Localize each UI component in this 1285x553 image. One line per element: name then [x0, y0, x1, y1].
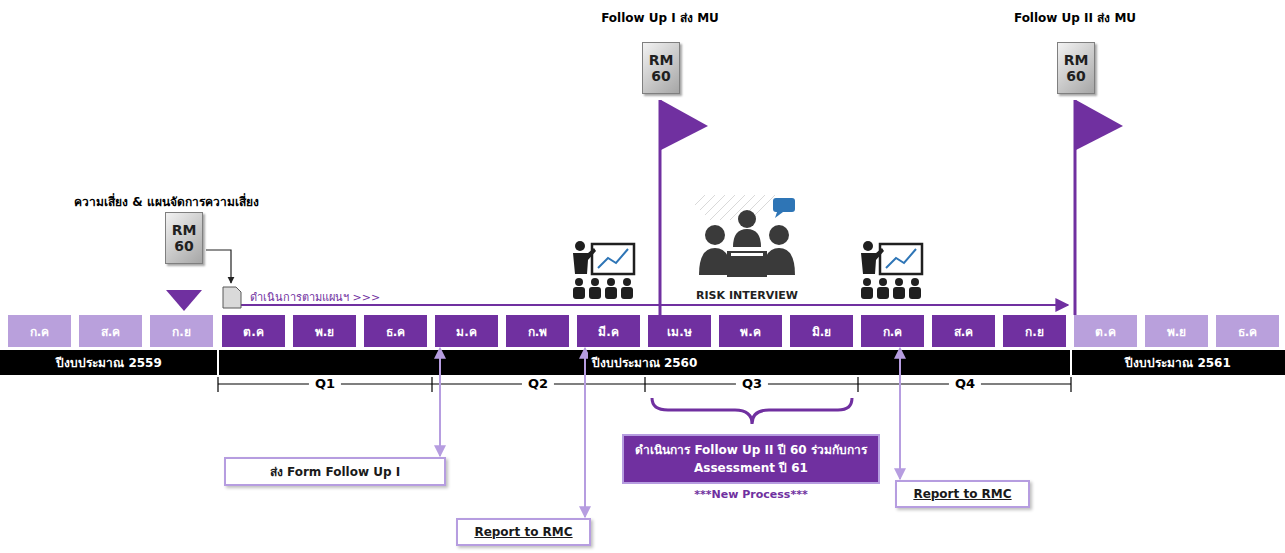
- report-box: Report to RMC: [456, 518, 591, 546]
- node-text: มี.ค: [598, 322, 619, 341]
- fiscal-year-band: ปีงบประมาณ 2560: [218, 350, 1071, 375]
- node-text: ส.ค: [101, 322, 121, 341]
- month-box: ก.ค: [8, 315, 71, 347]
- node-text: ก.ค: [30, 322, 50, 341]
- down-marker: [166, 290, 202, 311]
- report-box: Report to RMC: [895, 480, 1030, 508]
- pointer-line: [206, 250, 231, 283]
- fiscal-year-band: ปีงบประมาณ 2561: [1071, 350, 1285, 375]
- action-box: ส่ง Form Follow Up I: [224, 457, 446, 486]
- node-text: ต.ค: [1095, 322, 1116, 341]
- connector-arrow: [899, 348, 901, 479]
- month-box: ส.ค: [79, 315, 142, 347]
- presenter-icon: [573, 241, 634, 299]
- connector-arrow: [439, 348, 441, 456]
- month-box: ธ.ค: [364, 315, 427, 347]
- node-text: มิ.ย: [812, 322, 832, 341]
- node-text: ธ.ค: [1238, 322, 1258, 341]
- small-doc: [223, 287, 241, 308]
- node-text: ก.พ: [528, 322, 548, 341]
- node-text: RM 60: [646, 52, 676, 84]
- month-box: เม.ษ: [648, 315, 711, 347]
- interview-label: RISK INTERVIEW: [696, 289, 798, 302]
- flag: [1075, 100, 1123, 315]
- node-text: ก.ย: [172, 322, 191, 341]
- month-box: พ.ค: [719, 315, 782, 347]
- node-text: พ.ย: [1167, 322, 1187, 341]
- quarter-label: Q2: [522, 376, 554, 391]
- document-icon: RM 60: [165, 212, 203, 264]
- month-box: ต.ค: [1074, 315, 1137, 347]
- node-text: RM 60: [169, 222, 199, 254]
- month-box: ต.ค: [222, 315, 285, 347]
- month-box: ก.พ: [506, 315, 569, 347]
- plan-label: ดำเนินการตามแผนฯ >>>: [250, 288, 380, 306]
- year-divider: [217, 350, 219, 375]
- quarter-label: Q1: [309, 376, 341, 391]
- month-box: ส.ค: [932, 315, 995, 347]
- month-box: ม.ค: [435, 315, 498, 347]
- node-text: RM 60: [1061, 52, 1091, 84]
- plan-arrow: [238, 304, 1068, 306]
- node-text: ส่ง Form Follow Up I: [270, 462, 400, 481]
- risk-heading: ความเสี่ยง & แผนจัดการความเสี่ยง: [74, 192, 259, 211]
- month-box: ก.ย: [150, 315, 213, 347]
- node-text: ก.ค: [883, 322, 903, 341]
- node-text: ม.ค: [456, 322, 477, 341]
- node-text: ปีงบประมาณ 2561: [1121, 353, 1235, 372]
- quarter-label: Q4: [949, 376, 981, 391]
- year-bar: [0, 350, 1285, 375]
- process-box: ดำเนินการ Follow Up II ปี 60 ร่วมกับการ …: [622, 434, 880, 484]
- quarter-bracket: [218, 377, 1071, 392]
- node-text: ก.ย: [1025, 322, 1044, 341]
- node-text: ต.ค: [243, 322, 264, 341]
- note-label: ***New Process***: [694, 488, 807, 501]
- node-text: ดำเนินการ Follow Up II ปี 60 ร่วมกับการ …: [634, 441, 868, 477]
- connector-arrow: [584, 348, 586, 517]
- node-text: พ.ย: [315, 322, 335, 341]
- month-box: พ.ย: [1145, 315, 1208, 347]
- month-box: มิ.ย: [790, 315, 853, 347]
- flag: [660, 100, 708, 315]
- node-text: ส.ค: [954, 322, 974, 341]
- meeting-icon: [695, 195, 795, 277]
- fiscal-year-band: ปีงบประมาณ 2559: [0, 350, 218, 375]
- month-box: มี.ค: [577, 315, 640, 347]
- month-box: ก.ค: [861, 315, 924, 347]
- quarter-label: Q3: [736, 376, 768, 391]
- document-icon: RM 60: [642, 42, 680, 94]
- month-box: พ.ย: [293, 315, 356, 347]
- node-text: เม.ษ: [667, 322, 692, 341]
- month-box: ก.ย: [1003, 315, 1066, 347]
- milestone-label: Follow Up I ส่ง MU: [601, 8, 719, 27]
- q3-brace: [652, 398, 852, 424]
- milestone-label: Follow Up II ส่ง MU: [1014, 8, 1136, 27]
- node-text: Report to RMC: [913, 487, 1011, 501]
- node-text: Report to RMC: [474, 525, 572, 539]
- node-text: ธ.ค: [386, 322, 406, 341]
- year-divider: [1070, 350, 1072, 375]
- month-box: ธ.ค: [1216, 315, 1279, 347]
- node-text: ปีงบประมาณ 2559: [52, 353, 166, 372]
- node-text: ปีงบประมาณ 2560: [588, 353, 702, 372]
- node-text: พ.ค: [740, 322, 761, 341]
- document-icon: RM 60: [1057, 42, 1095, 94]
- presenter-icon: [861, 241, 922, 299]
